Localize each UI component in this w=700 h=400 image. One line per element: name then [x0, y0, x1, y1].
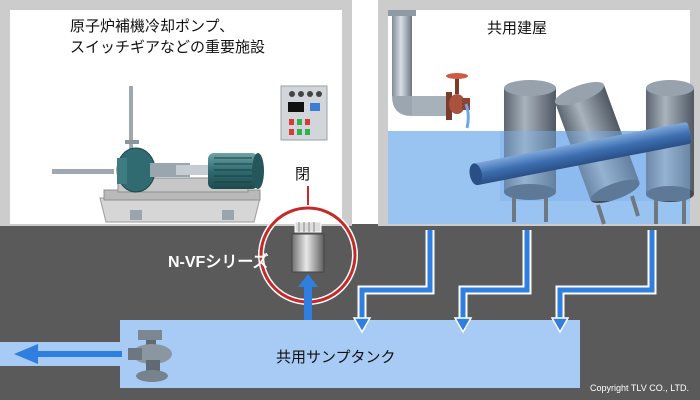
- tank-legs: [512, 195, 686, 225]
- cooling-pump-unit: [52, 86, 264, 223]
- fallen-pipe: [469, 122, 692, 186]
- left-room-title-line1: 原子炉補機冷却ポンプ、: [70, 17, 235, 35]
- upflow-arrow: [298, 274, 318, 320]
- sump-pump: [128, 330, 172, 382]
- n-vf-valve: [291, 221, 325, 273]
- water-leak: [464, 103, 470, 129]
- sump-tank-label: 共用サンプタンク: [276, 348, 396, 366]
- product-label: N-VFシリーズ: [168, 254, 269, 271]
- left-room-title-line2: スイッチギアなどの重要施設: [70, 38, 266, 56]
- sump-tank: [120, 320, 580, 388]
- switchgear-panel: [280, 85, 328, 141]
- supply-pipe: [388, 10, 448, 116]
- valve-state-label: 閉: [295, 165, 311, 183]
- outflow-arrow: [14, 344, 122, 364]
- right-room-title: 共用建屋: [487, 19, 548, 37]
- drain-arrowheads: [352, 317, 570, 334]
- left-room-title: 原子炉補機冷却ポンプ、 スイッチギアなどの重要施設: [70, 16, 265, 58]
- copyright-notice: Copyright TLV CO., LTD.: [590, 383, 690, 393]
- drain-flow-lines: [357, 230, 657, 318]
